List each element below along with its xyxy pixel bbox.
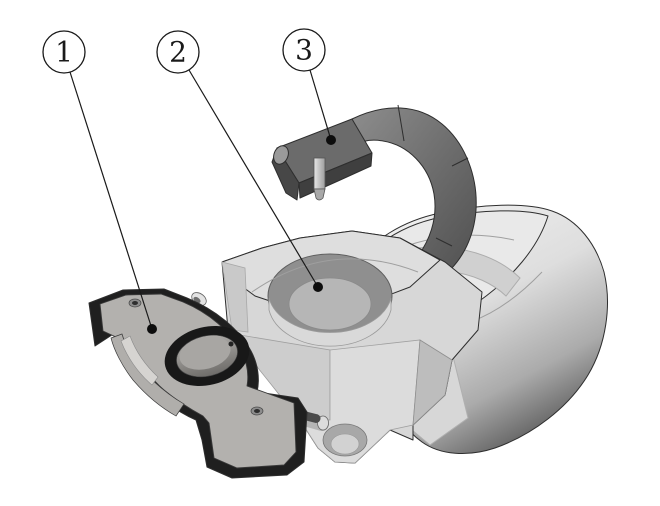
balloon-circle-2 (156, 30, 200, 74)
screw-hole-1-center (132, 301, 138, 305)
callout-1: 1 (42, 30, 157, 334)
handle-arch-seam-2 (451, 157, 469, 167)
clamp-base-right-wedge (412, 339, 453, 427)
leader-line-1 (69, 71, 153, 330)
balloon-label-2: 2 (169, 36, 187, 69)
leader-dot-1 (147, 324, 157, 334)
saddle-inner (330, 433, 360, 455)
bore-floor (179, 336, 231, 370)
callout-2: 2 (156, 30, 323, 292)
pocket-floor (288, 277, 372, 331)
clamp-cap-dimple (228, 341, 234, 347)
leader-dot-3 (326, 135, 336, 145)
balloon-circle-1 (42, 30, 86, 74)
leader-dot-2 (313, 282, 323, 292)
balloon-circle-3 (282, 28, 326, 72)
clamp-base-top-arc (251, 258, 419, 293)
clamp-cap-part (88, 288, 329, 479)
balloon-label-3: 3 (295, 34, 313, 67)
clamp-cap-screw-hole-1 (128, 298, 142, 308)
clamp-base-saddle-notch (322, 423, 368, 457)
callout-3: 3 (282, 28, 336, 145)
leader-line-3 (309, 69, 332, 141)
handle-hinge-tip (273, 145, 289, 165)
handle-paddle-pin (313, 157, 326, 201)
screw-hole-2-center (254, 409, 260, 413)
balloon-label-1: 1 (55, 36, 73, 69)
clamp-cap-screw-hole-2 (250, 406, 264, 416)
paddle-pin-tip (313, 188, 326, 201)
clamp-base-part (221, 230, 483, 464)
clamp-cap-jaw-lip-inner (120, 335, 159, 386)
leader-line-2 (188, 69, 319, 288)
paddle-pin-shaft (313, 157, 326, 190)
clamp-base-left-step (221, 261, 249, 333)
clamp-base-pocket (267, 253, 393, 347)
clamp-cap-bore (164, 326, 250, 386)
handle-arch-seam-3 (435, 237, 453, 247)
pocket-front-lip (268, 297, 392, 347)
handle-arch-seam-1 (397, 104, 405, 142)
